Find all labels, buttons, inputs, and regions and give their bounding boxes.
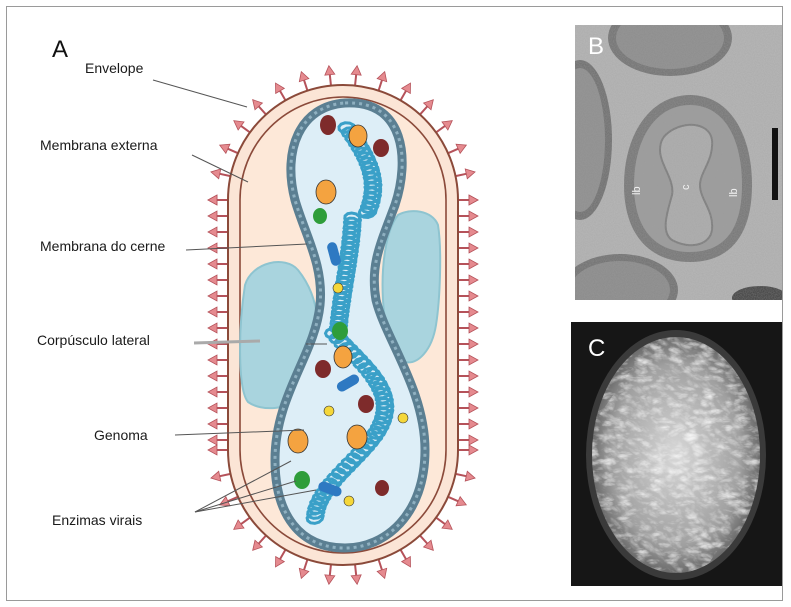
label-envelope: Envelope xyxy=(85,60,144,76)
envelope-spike xyxy=(469,323,478,333)
envelope-spike xyxy=(208,323,217,333)
envelope-spike xyxy=(208,387,217,397)
envelope-spike xyxy=(208,275,217,285)
envelope-spike xyxy=(325,575,335,584)
envelope-spike xyxy=(208,211,217,221)
enzyme-green xyxy=(294,471,310,489)
envelope-spike xyxy=(469,403,478,413)
envelope-spike xyxy=(208,259,217,269)
envelope-spike xyxy=(211,471,221,481)
enzyme-darkred xyxy=(320,115,336,135)
envelope-spike xyxy=(351,66,361,75)
envelope-spike xyxy=(469,243,478,253)
panel-letter-b: B xyxy=(588,33,604,60)
envelope-spike xyxy=(469,419,478,429)
envelope-spike xyxy=(208,435,217,445)
envelope-spike xyxy=(208,195,217,205)
enzyme-orange xyxy=(334,346,352,368)
enzyme-yellow xyxy=(324,406,334,416)
envelope-spike xyxy=(469,227,478,237)
enzyme-yellow xyxy=(344,496,354,506)
envelope-spike xyxy=(325,66,335,75)
label-core-membrane: Membrana do cerne xyxy=(40,238,166,254)
envelope-spike xyxy=(469,211,478,221)
envelope-spike xyxy=(442,520,452,529)
envelope-spike xyxy=(299,568,309,578)
panel-letter-c: C xyxy=(588,335,605,362)
micrograph-c xyxy=(537,307,791,604)
enzyme-green xyxy=(332,322,348,340)
envelope-spike xyxy=(377,72,387,82)
enzyme-darkred xyxy=(358,395,374,413)
enzyme-yellow xyxy=(333,283,343,293)
envelope-spike xyxy=(469,291,478,301)
envelope-spike xyxy=(377,568,387,578)
label-viral-enzymes: Enzimas virais xyxy=(52,512,142,528)
envelope-spike xyxy=(234,121,244,130)
enzyme-orange xyxy=(288,429,308,453)
enzyme-darkred xyxy=(375,480,389,496)
envelope-spike xyxy=(351,575,361,584)
envelope-spike xyxy=(208,227,217,237)
envelope-spike xyxy=(208,445,217,455)
enzyme-orange xyxy=(347,425,367,449)
panel-letter-a: A xyxy=(52,36,68,63)
envelope-spike xyxy=(469,275,478,285)
envelope-spike xyxy=(469,445,478,455)
enzyme-green xyxy=(313,208,327,224)
enzyme-darkred xyxy=(373,139,389,157)
envelope-spike xyxy=(469,259,478,269)
envelope-spike xyxy=(469,371,478,381)
envelope-spike xyxy=(208,291,217,301)
envelope-spike xyxy=(211,169,221,179)
envelope-spike xyxy=(465,471,475,481)
envelope-spike xyxy=(442,121,452,130)
micrograph-b: lb c lb xyxy=(548,0,788,326)
envelope-spike xyxy=(208,243,217,253)
label-lateral-body: Corpúsculo lateral xyxy=(37,332,150,348)
label-lb-right: lb xyxy=(728,188,740,197)
enzyme-darkred xyxy=(315,360,331,378)
label-outer-membrane: Membrana externa xyxy=(40,137,158,153)
envelope-spike xyxy=(469,435,478,445)
envelope-spike xyxy=(234,520,244,529)
envelope-spike xyxy=(299,72,309,82)
envelope-spike xyxy=(208,371,217,381)
envelope-spike xyxy=(469,307,478,317)
envelope-spike xyxy=(465,169,475,179)
label-lb-left: lb xyxy=(631,186,643,195)
envelope-spike xyxy=(208,403,217,413)
envelope-spike xyxy=(208,419,217,429)
enzyme-orange xyxy=(349,125,367,147)
label-genome: Genoma xyxy=(94,427,148,443)
envelope-spike xyxy=(469,339,478,349)
envelope-spike xyxy=(208,307,217,317)
enzyme-orange xyxy=(316,180,336,204)
envelope-spike xyxy=(469,387,478,397)
enzyme-yellow xyxy=(398,413,408,423)
envelope-spike xyxy=(208,355,217,365)
leader-lateral-body xyxy=(194,341,260,343)
envelope-spike xyxy=(469,195,478,205)
label-core-c: c xyxy=(680,184,692,190)
leader-envelope xyxy=(153,80,247,107)
scale-bar xyxy=(772,128,778,200)
envelope-spike xyxy=(469,355,478,365)
